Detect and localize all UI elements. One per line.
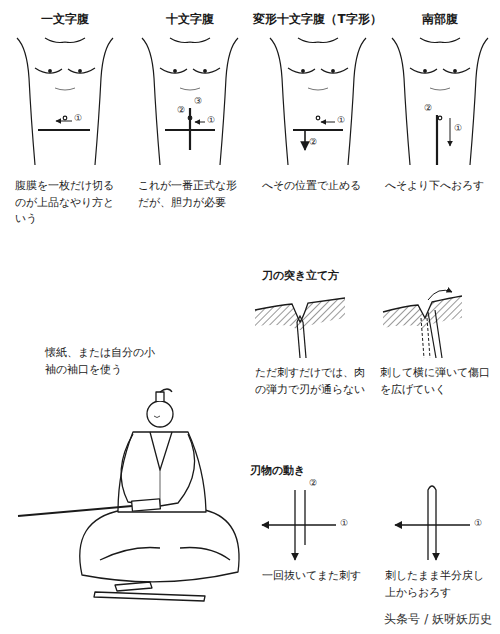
- direction-arrow: [450, 118, 451, 146]
- label-box: 头条号 / 妖呀妖历史: [292, 610, 492, 628]
- annotation: 刺したまま半分戻し上からおろす: [385, 568, 493, 601]
- label-box: 一回抜いてまた刺す: [262, 568, 367, 585]
- torso: [270, 38, 366, 165]
- label-box: 懐紙、または自分の小袖の袖口を使う: [45, 345, 157, 378]
- callout-number: ①: [340, 519, 348, 528]
- blade-insertion-figure: [255, 298, 345, 358]
- watermark: 头条号 / 妖呀妖历史: [292, 610, 492, 628]
- callout-number: ①: [474, 519, 482, 528]
- annotation: 一回抜いてまた刺す: [262, 568, 367, 585]
- section-heading: 刀の突き立て方: [262, 268, 382, 285]
- label-box: ①: [474, 519, 482, 528]
- direction-arrow: [304, 130, 306, 150]
- torso: [392, 38, 488, 165]
- annotation: へそより下へおろす: [385, 178, 485, 195]
- blade-motion-figure: [262, 490, 336, 560]
- callout-number: ③: [194, 97, 202, 106]
- cut-line: [436, 115, 438, 165]
- section-heading: 変形十文字腹（T字形）: [245, 10, 390, 28]
- label-box: ①: [207, 116, 215, 125]
- cut-line: [38, 129, 90, 131]
- annotation: へその位置で止める: [262, 178, 367, 195]
- blade-insertion-figure: [383, 290, 462, 358]
- section-heading: 刃物の動き: [250, 463, 350, 480]
- annotation: 腹膜を一枚だけ切るのが上品なやり方という: [15, 178, 120, 228]
- label-box: ①: [74, 114, 82, 123]
- label-box: 変形十文字腹（T字形）: [245, 10, 390, 28]
- label-box: 一文字腹: [20, 10, 110, 28]
- label-box: ②: [309, 138, 317, 147]
- cut-line: [293, 129, 343, 131]
- label-box: ②: [177, 106, 185, 115]
- callout-number: ②: [309, 138, 317, 147]
- callout-number: ②: [177, 106, 185, 115]
- label-box: 刺して横に弾いて傷口を広げていく: [380, 365, 492, 398]
- label-box: ①: [454, 124, 462, 133]
- label-box: ③: [194, 97, 202, 106]
- cut-lines: [38, 108, 450, 165]
- label-box: ①: [337, 116, 345, 125]
- label-box: ②: [424, 104, 432, 113]
- section-heading: 十文字腹: [145, 10, 235, 28]
- callout-number: ②: [309, 479, 317, 488]
- annotation: これが一番正式な形だが、胆力が必要: [138, 178, 243, 211]
- callout-number: ①: [207, 116, 215, 125]
- label-box: 南部腹: [395, 10, 485, 28]
- label-box: 腹膜を一枚だけ切るのが上品なやり方という: [15, 178, 120, 228]
- label-box: 刺したまま半分戻し上からおろす: [385, 568, 493, 601]
- annotation: 刺して横に弾いて傷口を広げていく: [380, 365, 492, 398]
- callout-number: ①: [337, 116, 345, 125]
- section-heading: 一文字腹: [20, 10, 110, 28]
- label-box: ②: [309, 479, 317, 488]
- label-box: ただ刺すだけでは、肉の弾力で刃が通らない: [255, 365, 367, 398]
- label-box: へその位置で止める: [262, 178, 367, 195]
- label-box: ①: [340, 519, 348, 528]
- annotation: ただ刺すだけでは、肉の弾力で刃が通らない: [255, 365, 367, 398]
- torso: [142, 38, 238, 165]
- label-box: 刀の突き立て方: [262, 268, 382, 285]
- blade-motion-figure: [395, 486, 470, 560]
- samurai-figure: [18, 389, 239, 601]
- annotation: 懐紙、または自分の小袖の袖口を使う: [45, 345, 157, 378]
- callout-number: ①: [74, 114, 82, 123]
- label-box: 十文字腹: [145, 10, 235, 28]
- label-box: 刃物の動き: [250, 463, 350, 480]
- label-box: へそより下へおろす: [385, 178, 485, 195]
- callout-number: ①: [454, 124, 462, 133]
- cut-line: [189, 108, 191, 150]
- torso: [17, 38, 113, 165]
- direction-arrow: [321, 122, 335, 123]
- label-box: これが一番正式な形だが、胆力が必要: [138, 178, 243, 211]
- section-heading: 南部腹: [395, 10, 485, 28]
- direction-arrow: [195, 122, 205, 123]
- direction-arrow: [56, 121, 72, 122]
- callout-number: ②: [424, 104, 432, 113]
